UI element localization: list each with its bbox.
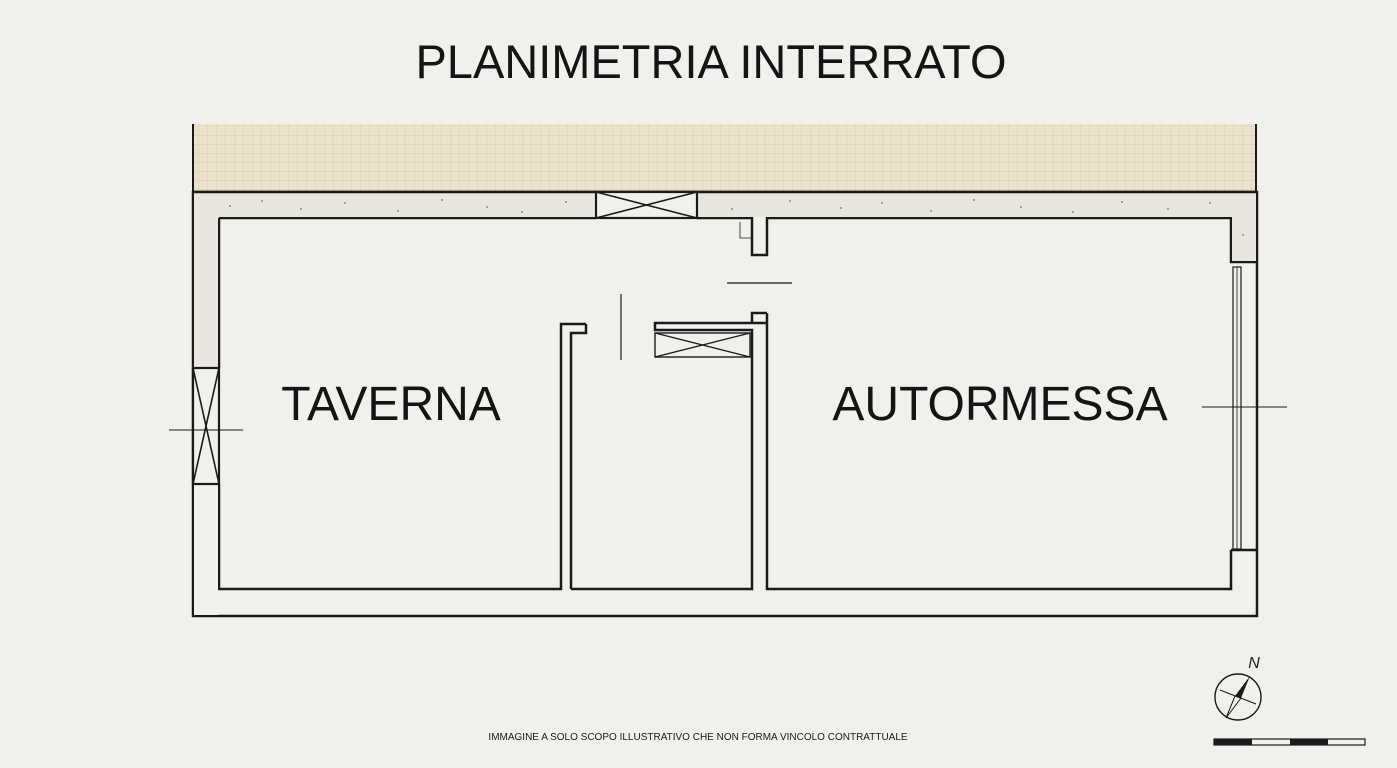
room-label-autormessa: AUTORMESSA: [832, 378, 1167, 431]
left-window: [169, 366, 243, 486]
terrace-area: [192, 124, 1257, 192]
top-wall-concrete: [193, 190, 1257, 615]
page-title: PLANIMETRIA INTERRATO: [415, 35, 1006, 88]
scale-bar-icon: [1213, 738, 1366, 746]
closet-shelf: [654, 332, 751, 358]
compass-icon: N: [1214, 655, 1262, 721]
door-markers: [620, 222, 792, 360]
north-label: N: [1248, 655, 1260, 672]
top-window: [594, 190, 699, 220]
garage-door: [1202, 266, 1287, 550]
disclaimer-text: IMMAGINE A SOLO SCOPO ILLUSTRATIVO CHE N…: [488, 732, 907, 743]
room-label-taverna: TAVERNA: [281, 378, 501, 431]
